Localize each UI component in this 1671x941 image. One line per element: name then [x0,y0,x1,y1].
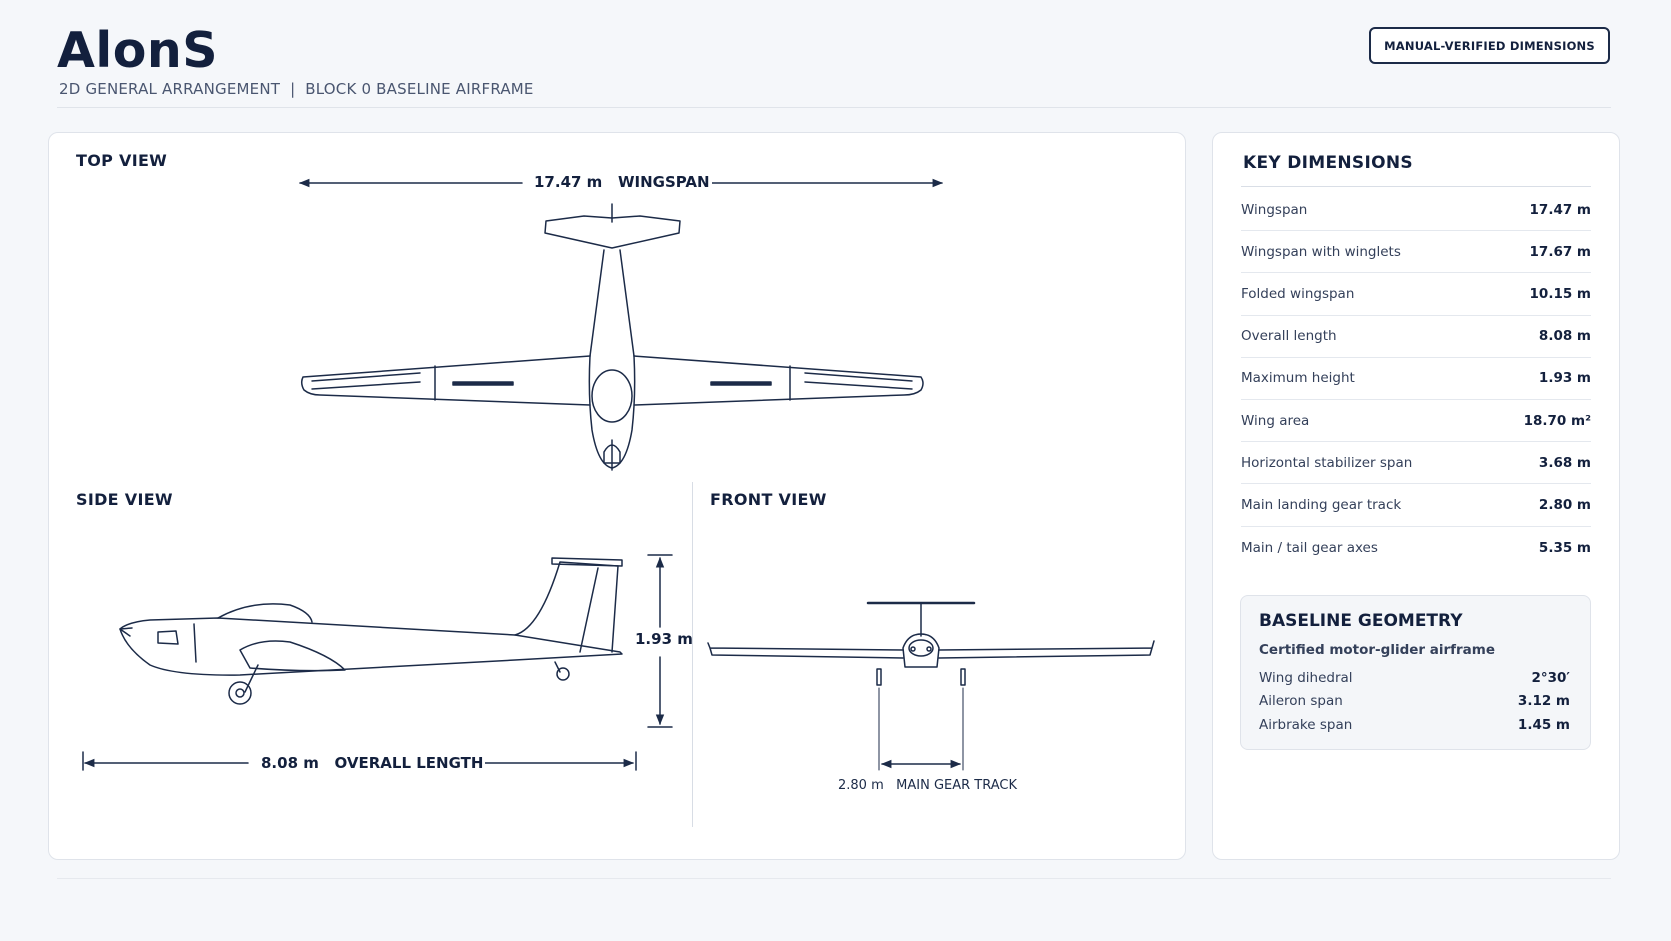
verification-badge: MANUAL-VERIFIED DIMENSIONS [1369,27,1610,64]
side-view-drawing [82,554,673,771]
wingspan-dimension: 17.47 m WINGSPAN [532,173,712,191]
table-row: Horizontal stabilizer span 3.68 m [1241,442,1591,485]
row-label: Folded wingspan [1241,285,1355,302]
row-label: Wingspan with winglets [1241,243,1401,260]
row-value: 8.08 m [1538,328,1591,345]
row-value: 3.68 m [1538,454,1591,471]
baseline-geometry-list: Wing dihedral 2°30′ Aileron span 3.12 m Ai… [1259,666,1570,737]
table-row: Folded wingspan 10.15 m [1241,273,1591,316]
front-fuselage [902,633,940,668]
side-tail-wheel [556,667,570,681]
front-left-wing [707,642,904,659]
front-right-wing [938,640,1155,659]
item-label: Aileron span [1259,693,1343,710]
baseline-geometry-card: BASELINE GEOMETRY Certified motor-glider… [1240,595,1591,750]
right-wing [633,355,924,406]
row-value: 18.70 m² [1523,412,1591,429]
side-fuselage [119,617,623,676]
item-value: 2°30′ [1531,669,1571,686]
row-label: Main landing gear track [1241,496,1402,513]
list-item: Wing dihedral 2°30′ [1259,666,1570,690]
key-dimensions-rule [1241,186,1591,187]
baseline-geometry-subtitle: Certified motor-glider airframe [1259,642,1496,658]
row-value: 17.47 m [1529,201,1591,218]
item-value: 1.45 m [1517,716,1570,733]
side-fin [514,561,619,653]
row-label: Maximum height [1241,370,1355,387]
left-wing [300,355,591,406]
row-value: 2.80 m [1538,496,1591,513]
footer-divider [57,878,1611,879]
side-main-wheel [228,681,252,705]
side-view-label: SIDE VIEW [76,490,173,509]
item-label: Wing dihedral [1259,669,1353,686]
page-title: AlonS [57,22,219,79]
front-view-drawing [707,601,1155,771]
row-value: 17.67 m [1529,243,1591,260]
top-view-label: TOP VIEW [76,151,168,170]
row-label: Horizontal stabilizer span [1241,454,1413,471]
item-label: Airbrake span [1259,716,1353,733]
page-subtitle: 2D GENERAL ARRANGEMENT | BLOCK 0 BASELIN… [59,80,534,98]
row-label: Wing area [1241,412,1310,429]
list-item: Aileron span 3.12 m [1259,690,1570,714]
top-view-drawing [298,178,944,471]
side-canopy [217,603,313,623]
gear-track-dimension: 2.80 m MAIN GEAR TRACK [838,778,1017,793]
table-row: Overall length 8.08 m [1241,316,1591,358]
header-divider [57,107,1611,108]
height-dimension: 1.93 m [633,630,695,648]
key-dimensions-title: KEY DIMENSIONS [1243,153,1413,173]
table-row: Maximum height 1.93 m [1241,358,1591,400]
row-label: Overall length [1241,328,1337,345]
front-view-label: FRONT VIEW [710,490,827,509]
table-row: Wingspan with winglets 17.67 m [1241,231,1591,274]
drawing-panel [48,132,1186,860]
row-value: 10.15 m [1529,285,1591,302]
table-row: Main landing gear track 2.80 m [1241,484,1591,527]
row-label: Main / tail gear axes [1241,539,1378,556]
top-stabilizer [544,215,681,249]
row-label: Wingspan [1241,201,1308,218]
baseline-geometry-title: BASELINE GEOMETRY [1259,611,1463,631]
list-item: Airbrake span 1.45 m [1259,713,1570,737]
view-divider [692,482,693,827]
top-canopy [591,369,633,423]
side-stabilizer [551,557,623,567]
length-dimension: 8.08 m OVERALL LENGTH [259,754,486,772]
item-value: 3.12 m [1517,693,1570,710]
table-row: Main / tail gear axes 5.35 m [1241,527,1591,569]
row-value: 1.93 m [1538,370,1591,387]
key-dimensions-table: Wingspan 17.47 m Wingspan with winglets 17… [1241,189,1591,569]
table-row: Wingspan 17.47 m [1241,189,1591,232]
row-value: 5.35 m [1538,539,1591,556]
table-row: Wing area 18.70 m² [1241,400,1591,443]
